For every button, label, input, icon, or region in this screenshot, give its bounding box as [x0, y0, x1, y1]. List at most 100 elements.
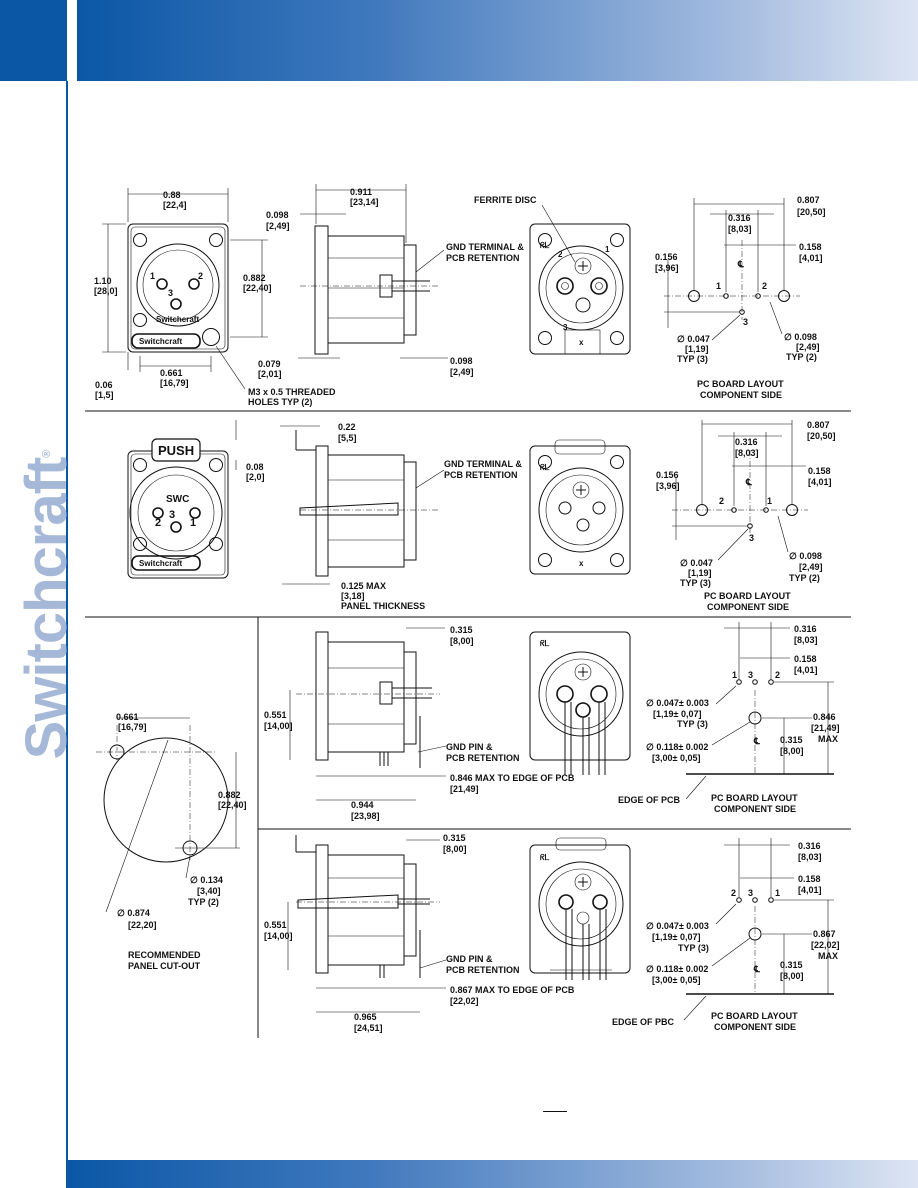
row2-front-n1: 1: [190, 517, 196, 529]
row1-depth-mm: [23,14]: [350, 197, 379, 207]
row1-rear-p2: 2: [558, 250, 563, 259]
row3-pcb-n3: 3: [748, 670, 753, 680]
row2-b-mm: [2,0]: [246, 472, 265, 482]
row3-pcb-max: 0.846: [813, 712, 836, 722]
row1-thickness: 0.06: [95, 380, 113, 390]
row4-pcb-offset-mm: [8,00]: [780, 971, 804, 981]
row4-max-mm: [22,02]: [450, 996, 479, 1006]
cutout-hole-dia-mm: [3,40]: [197, 886, 221, 896]
row3-pcb-n2: 2: [775, 670, 780, 680]
row2-pcb-d2: ∅ 0.098: [789, 551, 822, 561]
row2-pcb-width: 0.807: [807, 420, 830, 430]
row1-height-mm: [28,0]: [94, 286, 118, 296]
row3-pcb-cl: ℄: [753, 736, 760, 746]
row2-pcb-layout: ℄ 2 1 3 0.807 [20,50] 0.316 [8,03] 0.158…: [656, 420, 836, 612]
row1-front-pin1: 1: [150, 271, 155, 281]
row2-front-n2: 2: [155, 517, 161, 529]
row1-pcb-offset-mm: [3,96]: [655, 263, 679, 273]
cutout-hole-typ: TYP (2): [188, 897, 219, 907]
row2-rear-view: ᖇᒪ x: [529, 439, 631, 575]
row3-pcb-half-mm: [4,01]: [794, 665, 818, 675]
row3-max: 0.846 MAX TO EDGE OF PCB: [450, 773, 575, 783]
row1-holes-note-2: HOLES TYP (2): [248, 397, 312, 407]
row4-pcb-max-mm: [22,02]: [811, 940, 840, 950]
row1-hole-spacing-mm: [16,79]: [160, 378, 189, 388]
row2-front-n3: 3: [169, 509, 175, 521]
row4-depth-mm: [24,51]: [354, 1023, 383, 1033]
row2-pcb-d2-mm: [2,49]: [799, 562, 823, 572]
row2-pcb-d1-mm: [1,19]: [688, 568, 712, 578]
row1-rear-x: x: [579, 338, 584, 347]
row1-rear-p3: 3: [563, 323, 568, 332]
row2-pcb-n1: 1: [767, 496, 772, 506]
row1-pcb-pitch: 0.316: [728, 213, 751, 223]
row2-panel-thk-mm: [3,18]: [341, 591, 365, 601]
row3-pcb-edge: EDGE OF PCB: [618, 795, 681, 805]
row1-pcb-pitch-mm: [8,03]: [728, 224, 752, 234]
row1-pcb-offset: 0.156: [655, 252, 678, 262]
row2-pcb-n3: 3: [749, 533, 754, 543]
row2-rear-ul-mark: ᖇᒪ: [540, 463, 550, 472]
row1-pcb-caption-2: COMPONENT SIDE: [700, 390, 782, 400]
row4-pcb-cl: ℄: [753, 964, 760, 974]
row1-gnd-note-1: GND TERMINAL &: [446, 242, 524, 252]
row3-depth: 0.944: [351, 800, 374, 810]
cutout-hole-spacing-mm: [16,79]: [118, 722, 147, 732]
row1-ferrite: FERRITE DISC: [474, 195, 537, 205]
row1-width-mm: [22,4]: [163, 200, 187, 210]
row4-pcb-half-mm: [4,01]: [798, 885, 822, 895]
cutout-height: 0.882: [218, 790, 241, 800]
cutout-caption-1: RECOMMENDED: [128, 950, 201, 960]
row1-height: 1.10: [94, 276, 112, 286]
row3-pcb-layout: 0.316 [8,03] 0.158 [4,01] 1 3 2 ℄ ∅ 0.04…: [618, 622, 840, 814]
row3-pcb-d2-mm: [3,00± 0,05]: [652, 753, 700, 763]
left-rule: [66, 81, 68, 1188]
row1-pcb-n1: 1: [716, 281, 721, 291]
row2-pcb-d2-typ: TYP (2): [789, 573, 820, 583]
row2-pcb-pitch-mm: [8,03]: [735, 448, 759, 458]
corner-block: [0, 0, 67, 81]
row1-depth: 0.911: [350, 187, 372, 197]
row2-pcb-half-mm: [4,01]: [808, 477, 832, 487]
row1-plate-logo: Switchcraft: [139, 337, 182, 346]
row4-pcb-max: 0.867: [813, 929, 836, 939]
header-band: [77, 0, 918, 81]
row4-pcb-layout: 0.316 [8,03] 0.158 [4,01] 2 3 1 ℄ ∅ 0.04…: [612, 838, 840, 1032]
left-sidebar: [0, 81, 67, 1188]
row2-pcb-cl: ℄: [745, 477, 752, 487]
row4-rear-view: ᖇᒪ: [529, 837, 631, 980]
row2-pcb-n2: 2: [719, 496, 724, 506]
row1-pcb-width-mm: [20,50]: [797, 207, 826, 217]
row2-pcb-offset-mm: [3,96]: [656, 481, 680, 491]
row3-pcb-d2: ∅ 0.118± 0.002: [646, 742, 708, 752]
row1-pcb-d2-mm: [2,49]: [796, 342, 820, 352]
row3-pcb-max-label: MAX: [818, 734, 838, 744]
row2-pcb-caption-2: COMPONENT SIDE: [707, 602, 789, 612]
row3-h: 0.551: [264, 710, 287, 720]
row3-rear-ul-mark: ᖇᒪ: [540, 639, 550, 648]
row4-h: 0.551: [264, 920, 287, 930]
row1-pcb-n2: 2: [762, 281, 767, 291]
row3-pcb-d1: ∅ 0.047± 0.003: [646, 698, 709, 708]
row2-pcb-caption-1: PC BOARD LAYOUT: [704, 591, 791, 601]
row3-pcb-half: 0.158: [794, 654, 817, 664]
row2-a-mm: [5,5]: [338, 433, 357, 443]
row2-panel-thk: 0.125 MAX: [341, 581, 386, 591]
row2-pcb-width-mm: [20,50]: [807, 431, 836, 441]
row2-side-view: 0.22 [5,5] 0.125 MAX [3,18] PANEL THICKN…: [280, 422, 522, 611]
row1-rear-view: ᖇᒪ 2 1 3 x FERRITE DISC: [474, 195, 631, 355]
row1-inner-height: 0.882: [243, 273, 266, 283]
row2-panel-thk-label: PANEL THICKNESS: [341, 601, 425, 611]
row2-gnd-note-1: GND TERMINAL &: [444, 459, 522, 469]
row3-gnd-note-2: PCB RETENTION: [446, 753, 520, 763]
row3-pcb-caption-2: COMPONENT SIDE: [714, 804, 796, 814]
row4-pcb-pitch-mm: [8,03]: [798, 852, 822, 862]
footer-band: [67, 1160, 918, 1188]
row4-pcb-max-label: MAX: [818, 951, 838, 961]
row1-pcb-half: 0.158: [799, 242, 822, 252]
row1-rear-ul-mark: ᖇᒪ: [540, 241, 550, 250]
row1-pcb-d1-typ: TYP (3): [677, 354, 708, 364]
row3-gnd-note-1: GND PIN &: [446, 742, 493, 752]
row3-depth-mm: [23,98]: [351, 811, 380, 821]
